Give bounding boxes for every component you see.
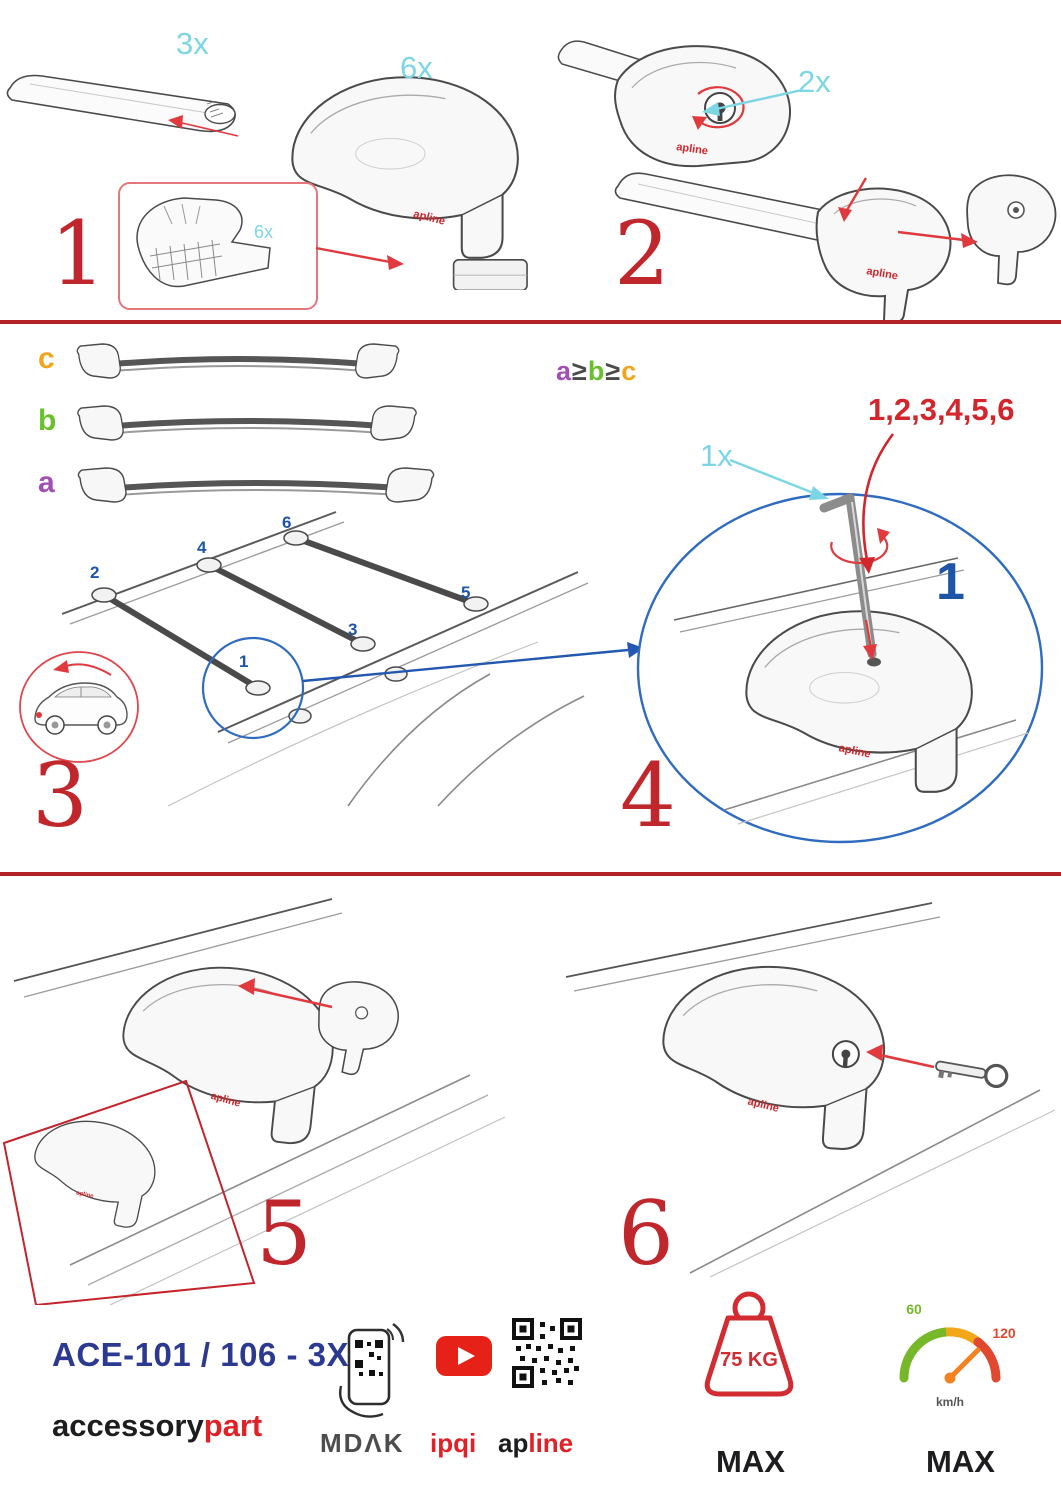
model-number: ACE-101 / 106 - 3X <box>52 1336 349 1373</box>
foot-in-zoom: apline <box>745 610 973 793</box>
part-detail-inset: 6x <box>118 182 318 310</box>
lock-quantity-label: 2x <box>798 64 831 99</box>
red-arrow-sequence <box>859 433 895 574</box>
order-ge-1: ≥ <box>572 356 588 386</box>
ipqi-logo: ipqi <box>430 1428 477 1458</box>
roof-position-2: 2 <box>90 563 100 582</box>
size-label-c: c <box>38 342 55 375</box>
step-1-number: 1 <box>50 202 106 305</box>
order-b: b <box>587 356 606 386</box>
accessorypart-logo-red: part <box>203 1408 263 1443</box>
apline-logo-black: ap <box>498 1428 529 1458</box>
apline-brand-tag: apline <box>676 141 709 157</box>
weight-limit-icon: 75 KG <box>704 1291 794 1397</box>
cyan-arrow-2x <box>702 88 803 116</box>
speed-limit-icon: 60 120 km/h <box>899 1301 1016 1409</box>
order-c: c <box>621 356 638 386</box>
youtube-icon <box>436 1336 492 1376</box>
speed-high-label: 120 <box>992 1325 1016 1341</box>
cyan-arrow-1x <box>729 458 829 500</box>
plastic-pad-drawing <box>136 197 271 288</box>
order-a: a <box>556 356 573 386</box>
step-6-number: 6 <box>618 1182 674 1285</box>
key-quantity-label: 1x <box>700 438 733 473</box>
roof-position-6: 6 <box>282 513 292 532</box>
roof-rack-foot-drawing: apline <box>291 76 528 290</box>
weight-max-label: MAX <box>716 1444 785 1479</box>
position-1-highlight-circle <box>201 636 305 740</box>
foot-with-keyhole: apline <box>662 965 886 1151</box>
foot-quantity-label: 6x <box>400 50 433 85</box>
size-label-b: b <box>38 404 57 437</box>
key-drawing <box>935 1060 1009 1089</box>
step-6-drawing: apline <box>565 902 1056 1277</box>
apline-brand-tag: apline <box>865 265 898 282</box>
zoom-detail-drawing: apline <box>636 492 1044 844</box>
step-5-number: 5 <box>256 1182 312 1285</box>
red-arrow-to-bar <box>168 115 239 137</box>
red-arrow-inset-to-foot <box>315 246 404 270</box>
speedometer-needle <box>947 1347 981 1381</box>
order-ge-2: ≥ <box>605 356 622 386</box>
car-inset <box>19 651 139 763</box>
speed-unit-label: km/h <box>936 1395 964 1409</box>
accessorypart-logo: accessorypart <box>52 1408 262 1444</box>
size-label-a: a <box>38 466 55 499</box>
foot-on-rail: apline <box>122 966 334 1145</box>
foot-with-lock-drawing: apline <box>557 40 792 168</box>
roof-overview-drawing <box>61 511 644 807</box>
apline-brand-tag: apline <box>76 1190 95 1200</box>
bar-size-c-drawing <box>76 343 400 379</box>
speed-max-label: MAX <box>926 1444 995 1479</box>
qr-code-icon <box>512 1318 582 1388</box>
phone-scan-icon <box>339 1322 405 1418</box>
section-divider-1 <box>0 320 1061 324</box>
bar-size-b-drawing <box>77 405 417 441</box>
roof-position-5: 5 <box>461 583 471 602</box>
mdak-logo: MDΛK <box>320 1428 405 1458</box>
bar-size-a-drawing <box>77 467 435 503</box>
apline-logo: apline <box>498 1428 573 1459</box>
step-3-number: 3 <box>32 744 88 847</box>
section-divider-2 <box>0 872 1061 876</box>
lock-cover-piece <box>318 981 399 1076</box>
inset-quantity-label: 6x <box>254 222 274 242</box>
size-order-rule: a≥b≥c <box>556 356 637 387</box>
apline-logo-red: line <box>528 1428 574 1458</box>
step-5-drawing: apline apline <box>2 898 506 1305</box>
bar-foot-assembly-drawing: apline <box>614 172 1057 320</box>
blue-zoom-arrow <box>302 648 629 683</box>
foot-in-frame: apline <box>34 1120 156 1228</box>
accessorypart-logo-black: accessory <box>52 1408 204 1443</box>
roof-position-4: 4 <box>197 538 207 557</box>
bar-quantity-label: 3x <box>176 26 209 61</box>
tightening-sequence-label: 1,2,3,4,5,6 <box>868 392 1015 427</box>
step-4-number: 4 <box>620 744 676 847</box>
step-2-number: 2 <box>614 202 670 305</box>
roof-position-3: 3 <box>348 620 358 639</box>
first-position-label: 1 <box>936 553 965 611</box>
speed-low-label: 60 <box>906 1301 922 1317</box>
roof-position-1: 1 <box>239 652 249 671</box>
weight-value: 75 KG <box>720 1349 778 1371</box>
locked-detail-frame <box>2 1079 256 1305</box>
